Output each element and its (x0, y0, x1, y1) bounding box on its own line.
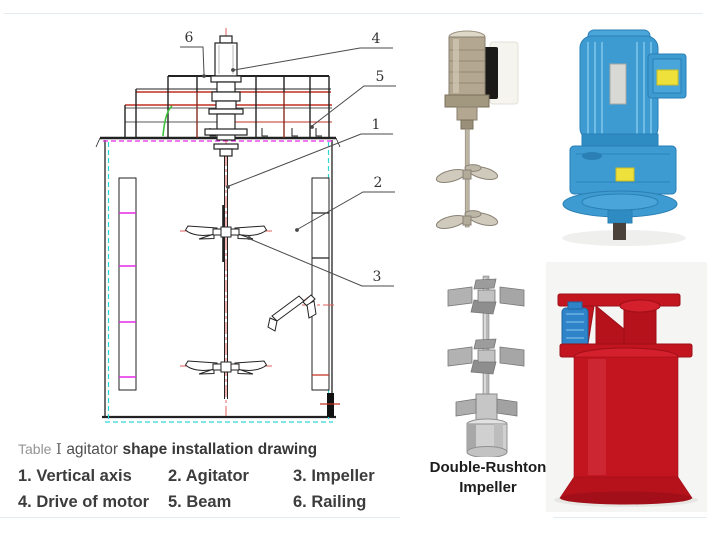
callout-label-2: 2 (374, 175, 383, 191)
feed-chute (267, 294, 317, 332)
callout-label-1: 1 (372, 117, 381, 133)
legend-item-2: 2. Agitator (168, 467, 249, 485)
caption-rest: shape installation drawing (122, 441, 318, 458)
leader-lines (180, 46, 396, 287)
top-divider (4, 13, 703, 14)
legend-item-3: 3. Impeller (293, 467, 375, 485)
rushton-caption-line2: Impeller (459, 479, 517, 497)
red-agitation-tank-photo (546, 262, 707, 517)
motor-label (656, 69, 679, 86)
corner-block (320, 393, 340, 417)
impeller-upper (184, 225, 268, 240)
caption-subject: agitator (66, 441, 119, 458)
rushton-caption: Double-Rushton Impeller (408, 458, 568, 499)
caption-numeral: Ⅰ (55, 440, 62, 458)
portable-agitator-photo (428, 24, 554, 255)
callout-label-6: 6 (185, 30, 194, 46)
vertical-gear-motor-photo (552, 22, 707, 257)
legend-item-6: 6. Railing (293, 493, 367, 511)
agitator-installation-drawing: 6 4 5 1 2 3 (95, 28, 396, 423)
callout-label-5: 5 (376, 69, 385, 85)
rushton-caption-line1: Double-Rushton (429, 459, 547, 476)
drawing-caption: Table Ⅰ agitator shape installation draw… (18, 440, 317, 459)
double-rushton-impeller-photo (420, 272, 555, 462)
impeller-lower (184, 360, 268, 375)
legend-item-4: 4. Drive of motor (18, 493, 150, 511)
bottom-divider-right (553, 517, 707, 518)
drive-motor (204, 35, 248, 157)
bottom-divider-left (0, 517, 400, 518)
legend-item-5: 5. Beam (168, 493, 232, 511)
baffles (118, 177, 330, 391)
tank-dashed-lines (105, 142, 333, 423)
green-cable-line (162, 105, 173, 137)
callout-label-3: 3 (373, 269, 382, 285)
parts-legend: 1. Vertical axis 2. Agitator 3. Impeller… (18, 467, 418, 512)
caption-table-word: Table (18, 441, 52, 457)
legend-item-1: 1. Vertical axis (18, 467, 132, 485)
callout-label-4: 4 (372, 31, 381, 47)
